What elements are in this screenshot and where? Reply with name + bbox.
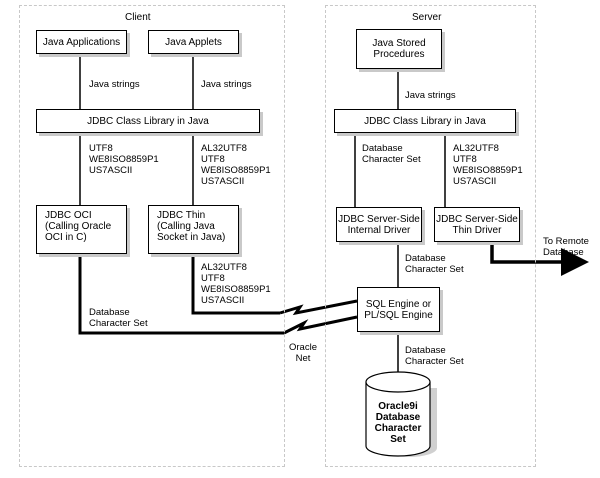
jdbc-server-side-internal-driver-box: JDBC Server-Side Internal Driver <box>336 207 422 242</box>
client-region <box>19 5 285 467</box>
database-label: Oracle9i Database Character Set <box>374 401 422 445</box>
jdbc-thin-box: JDBC Thin (Calling Java Socket in Java) <box>148 205 239 254</box>
jdbc-class-library-server-box: JDBC Class Library in Java <box>334 109 516 133</box>
connector-thin-sql <box>191 254 280 315</box>
java-stored-procedures-box: Java Stored Procedures <box>356 29 442 69</box>
sql-to-db-charset-label: Database Character Set <box>405 345 464 367</box>
oracle-net-zigzag-bottom <box>283 315 358 335</box>
internal-to-sql-charset-label: Database Character Set <box>405 253 464 275</box>
database-cylinder-icon <box>365 371 437 457</box>
java-applets-box: Java Applets <box>148 30 239 54</box>
jdbc-oci-box: JDBC OCI (Calling Oracle OCI in C) <box>36 205 127 254</box>
server-database-charset-label: Database Character Set <box>362 143 421 165</box>
server-thin-charsets-label: AL32UTF8 UTF8 WE8ISO8859P1 US7ASCII <box>453 143 523 187</box>
to-remote-database-label: To Remote Database <box>543 236 589 258</box>
oracle-net-zigzag-top <box>279 299 358 316</box>
connector-oci-sql <box>78 254 284 335</box>
java-applications-box: Java Applications <box>36 30 127 54</box>
oracle-net-label: Oracle Net <box>289 342 317 364</box>
jdbc-class-library-client-box: JDBC Class Library in Java <box>36 109 260 133</box>
jdbc-server-side-thin-driver-box: JDBC Server-Side Thin Driver <box>434 207 520 242</box>
server-title: Server <box>412 12 442 23</box>
thin-out-charsets-label: AL32UTF8 UTF8 WE8ISO8859P1 US7ASCII <box>201 262 271 306</box>
java-strings-label-1: Java strings <box>89 79 140 90</box>
connector-to-remote <box>490 242 589 276</box>
sql-engine-box: SQL Engine or PL/SQL Engine <box>357 287 440 332</box>
server-region <box>325 5 536 467</box>
thin-charsets-label: AL32UTF8 UTF8 WE8ISO8859P1 US7ASCII <box>201 143 271 187</box>
oci-database-charset-label: Database Character Set <box>89 307 148 329</box>
client-title: Client <box>125 12 151 23</box>
java-strings-label-2: Java strings <box>201 79 252 90</box>
java-strings-label-3: Java strings <box>405 90 456 101</box>
oci-charsets-label: UTF8 WE8ISO8859P1 US7ASCII <box>89 143 159 176</box>
